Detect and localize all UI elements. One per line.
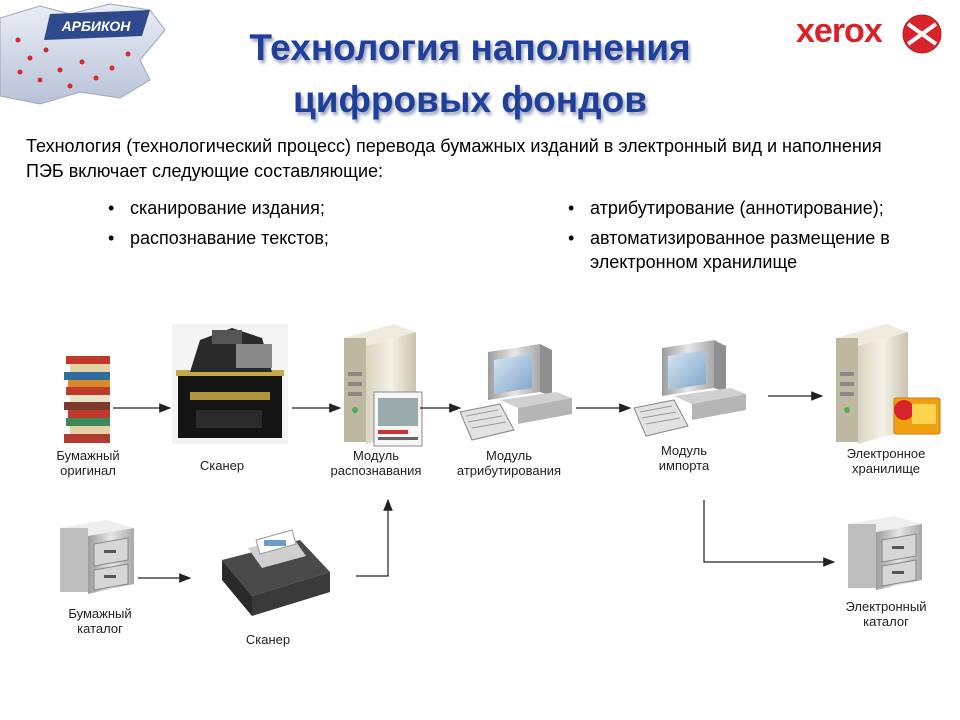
brand-name: xerox bbox=[796, 12, 883, 50]
bullet-item: распознавание текстов; bbox=[106, 226, 486, 250]
filing-cabinet-icon bbox=[60, 520, 134, 594]
server-icon bbox=[344, 324, 423, 447]
production-scanner-icon bbox=[172, 324, 288, 444]
intro-text: Технология (технологический процесс) пер… bbox=[26, 136, 882, 181]
bullet-item: сканирование издания; bbox=[106, 196, 486, 220]
label-paper-original: Бумажный оригинал bbox=[56, 448, 120, 478]
label-paper-catalog: Бумажный каталог bbox=[68, 606, 132, 636]
label-import-module: Модуль импорта bbox=[658, 443, 710, 473]
label-attribution-module: Модуль атрибутирования bbox=[456, 448, 562, 478]
workstation-icon bbox=[633, 340, 746, 437]
xerox-logo: xerox bbox=[796, 10, 946, 56]
page-title: Технология наполнения цифровых фондов bbox=[170, 22, 770, 126]
title-line-1: Технология наполнения bbox=[249, 27, 691, 68]
filing-cabinet-icon bbox=[848, 516, 922, 590]
arbicon-logo: АРБИКОН bbox=[0, 0, 170, 110]
workstation-icon bbox=[459, 344, 572, 441]
bullet-list-left: сканирование издания; распознавание текс… bbox=[106, 196, 486, 256]
label-scanner-top: Сканер bbox=[199, 458, 245, 473]
books-icon bbox=[64, 356, 110, 443]
label-scanner-bottom: Сканер bbox=[245, 632, 291, 647]
flatbed-scanner-icon bbox=[222, 529, 330, 616]
bullet-item: атрибутирование (аннотирование); bbox=[566, 196, 896, 220]
logo-text: АРБИКОН bbox=[61, 18, 132, 34]
label-recognition-module: Модуль распознавания bbox=[330, 448, 422, 478]
server-icon bbox=[836, 324, 941, 444]
label-electronic-storage: Электронное хранилище bbox=[846, 446, 926, 476]
bullet-item: автоматизированное размещение в электрон… bbox=[566, 226, 896, 274]
label-electronic-catalog: Электронный каталог bbox=[845, 599, 927, 629]
bullet-list-right: атрибутирование (аннотирование); автомат… bbox=[566, 196, 896, 280]
title-line-2: цифровых фондов bbox=[293, 79, 647, 120]
